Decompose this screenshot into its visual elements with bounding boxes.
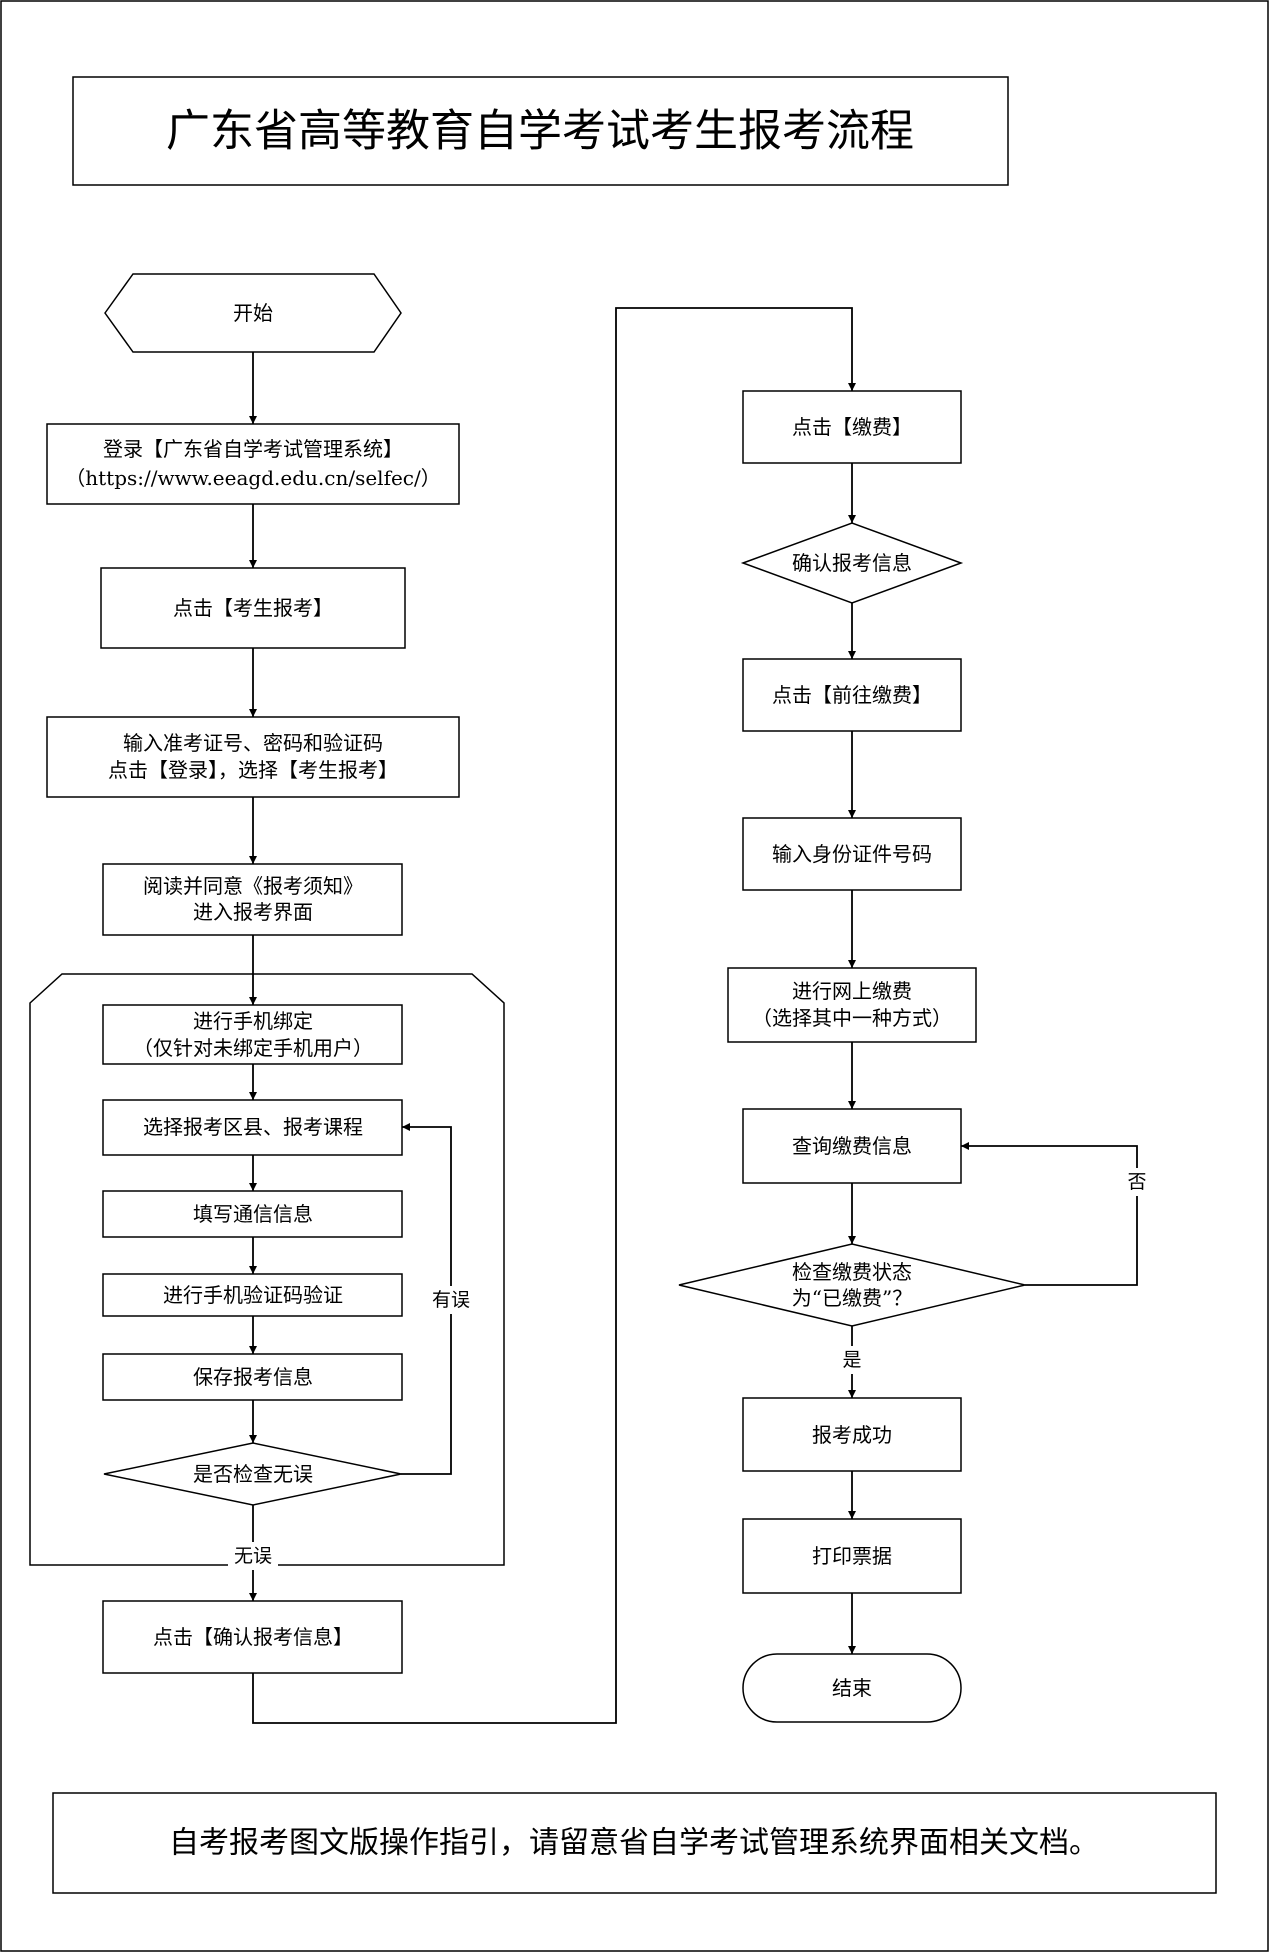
success-step: 报考成功	[742, 1397, 962, 1472]
select-courses-step: 选择报考区县、报考课程	[102, 1099, 403, 1156]
confirm-info-label: 确认报考信息	[792, 551, 912, 575]
phone-verify-step: 进行手机验证码验证	[102, 1273, 403, 1317]
click-pay-label: 点击【缴费】	[792, 415, 912, 439]
print-receipt-step: 打印票据	[742, 1518, 962, 1594]
footer-note: 自考报考图文版操作指引，请留意省自学考试管理系统界面相关文档。	[169, 1826, 1099, 1861]
click-exam-apply-step: 点击【考生报考】	[100, 567, 406, 649]
check-ok-decision: 是否检查无误	[103, 1442, 402, 1506]
input-id-step: 输入身份证件号码	[742, 817, 962, 891]
check-ok-label: 是否检查无误	[193, 1462, 313, 1486]
end-node: 结束	[742, 1653, 962, 1723]
login-step-line-1: 登录【广东省自学考试管理系统】	[103, 437, 403, 461]
success-label: 报考成功	[812, 1423, 892, 1447]
login-step-line-2: （https://www.eeagd.edu.cn/selfec/）	[65, 466, 441, 490]
no-error-label: 无误	[234, 1545, 272, 1567]
input-credentials-line-2: 点击【登录】，选择【考生报考】	[108, 758, 398, 782]
confirm-info-decision: 确认报考信息	[740, 522, 964, 604]
fill-contact-step: 填写通信信息	[102, 1190, 403, 1238]
fill-contact-label: 填写通信信息	[193, 1202, 313, 1226]
read-notice-line-2: 进入报考界面	[193, 900, 313, 924]
bind-phone-step: 进行手机绑定 （仅针对未绑定手机用户）	[102, 1004, 403, 1065]
query-pay-label: 查询缴费信息	[792, 1134, 912, 1158]
query-pay-step: 查询缴费信息	[742, 1108, 962, 1184]
edge-label-no: 否	[1124, 1168, 1150, 1196]
input-id-label: 输入身份证件号码	[772, 842, 932, 866]
check-paid-line-2: 为“已缴费”？	[792, 1286, 912, 1310]
goto-pay-step: 点击【前往缴费】	[742, 658, 962, 732]
page-title: 广东省高等教育自学考试考生报考流程	[166, 106, 914, 157]
has-error-label: 有误	[432, 1289, 470, 1311]
title-box: 广东省高等教育自学考试考生报考流程	[72, 76, 1009, 186]
save-info-step: 保存报考信息	[102, 1353, 403, 1401]
bind-phone-line-1: 进行手机绑定	[193, 1009, 313, 1033]
confirm-info-click-label: 点击【确认报考信息】	[153, 1625, 353, 1649]
yes-label: 是	[842, 1349, 861, 1371]
edge-label-has-error: 有误	[427, 1286, 475, 1314]
online-pay-line-1: 进行网上缴费	[792, 979, 912, 1003]
login-step: 登录【广东省自学考试管理系统】 （https://www.eeagd.edu.c…	[46, 423, 460, 505]
print-receipt-label: 打印票据	[812, 1544, 892, 1568]
online-pay-step: 进行网上缴费 （选择其中一种方式）	[727, 967, 977, 1043]
read-notice-step: 阅读并同意《报考须知》 进入报考界面	[102, 863, 403, 936]
goto-pay-label: 点击【前往缴费】	[772, 683, 932, 707]
connectors	[249, 307, 1138, 1724]
check-paid-decision: 检查缴费状态 为“已缴费”？	[678, 1243, 1026, 1327]
confirm-info-click-step: 点击【确认报考信息】	[102, 1600, 403, 1674]
end-label: 结束	[832, 1676, 872, 1700]
phone-verify-label: 进行手机验证码验证	[163, 1283, 343, 1307]
start-node: 开始	[104, 273, 402, 353]
read-notice-line-1: 阅读并同意《报考须知》	[143, 874, 363, 898]
arrow-left-to-right-column	[252, 307, 856, 1724]
save-info-label: 保存报考信息	[193, 1365, 313, 1389]
edge-label-no-error: 无误	[228, 1542, 278, 1570]
input-credentials-line-1: 输入准考证号、密码和验证码	[123, 731, 383, 755]
loop-frame	[29, 973, 505, 1566]
footer-box: 自考报考图文版操作指引，请留意省自学考试管理系统界面相关文档。	[52, 1792, 1217, 1894]
select-courses-label: 选择报考区县、报考课程	[143, 1115, 363, 1139]
no-label: 否	[1127, 1171, 1146, 1193]
arrow-no-loop	[961, 1142, 1138, 1286]
click-exam-apply-label: 点击【考生报考】	[173, 596, 333, 620]
edge-label-yes: 是	[839, 1346, 865, 1374]
input-credentials-step: 输入准考证号、密码和验证码 点击【登录】，选择【考生报考】	[46, 716, 460, 798]
check-paid-line-1: 检查缴费状态	[792, 1260, 912, 1284]
start-label: 开始	[233, 301, 273, 325]
bind-phone-line-2: （仅针对未绑定手机用户）	[133, 1036, 373, 1060]
online-pay-line-2: （选择其中一种方式）	[752, 1006, 952, 1030]
click-pay-step: 点击【缴费】	[742, 390, 962, 464]
